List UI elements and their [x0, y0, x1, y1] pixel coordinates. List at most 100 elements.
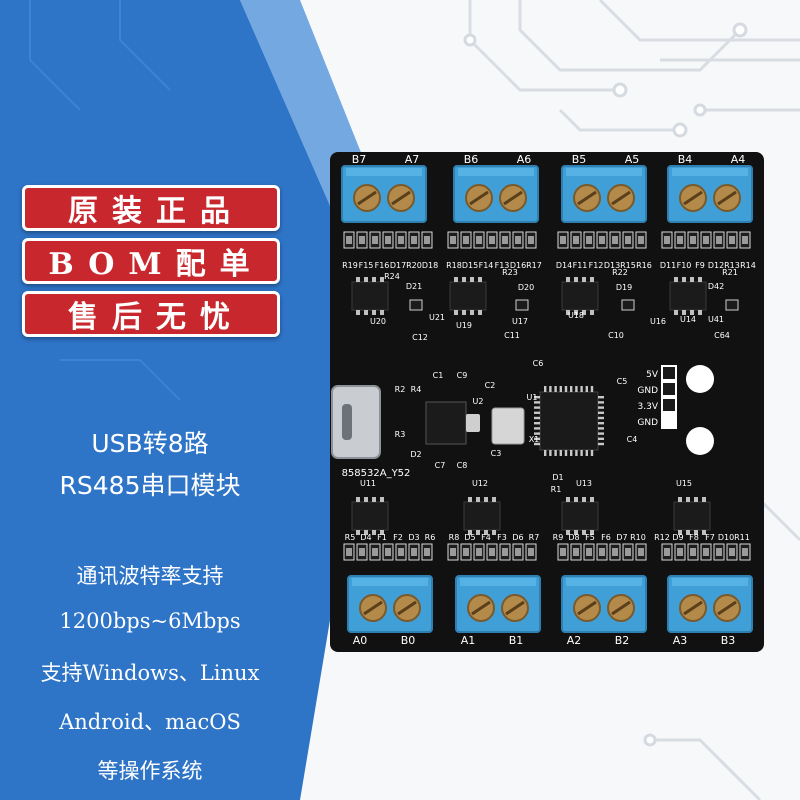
- ic-chip-bottom-0-pin: [380, 497, 384, 502]
- mcu-pin: [564, 450, 568, 456]
- mcu-pin: [580, 450, 583, 456]
- smd-part-pad: [411, 236, 417, 244]
- ic-chip-top-1-pin: [478, 277, 482, 282]
- mcu-pin: [544, 386, 547, 392]
- cap-label-C2: C2: [485, 381, 496, 390]
- terminal-label-B2: B2: [615, 634, 630, 647]
- smd-part-pad: [690, 236, 696, 244]
- terminal-block-top-3-ridge: [672, 168, 748, 176]
- ic-chip-bottom-1-pin: [476, 530, 480, 535]
- smd-part-pad: [476, 236, 482, 244]
- smd-part-pad: [346, 548, 352, 556]
- ic-chip-bottom-0-pin: [372, 530, 376, 535]
- component-label-R11: R11: [734, 533, 750, 542]
- ic-label-U21: U21: [429, 313, 445, 322]
- component-label-D17: D17: [390, 261, 406, 270]
- smd-part-pad: [398, 236, 404, 244]
- terminal-label-A3: A3: [673, 634, 688, 647]
- ic-chip-top-2-pin: [590, 277, 594, 282]
- smd-part-pad: [476, 548, 482, 556]
- ic-chip-bottom-0-pin: [372, 497, 376, 502]
- ic-label-U14: U14: [680, 315, 696, 324]
- ic-chip-bottom-0-pin: [364, 530, 368, 535]
- component-label-R13: R13: [724, 261, 740, 270]
- board-model-label: 858532A_Y52: [342, 468, 411, 479]
- screw-slot: [577, 600, 597, 616]
- mcu-pin: [534, 422, 540, 425]
- header-pin-label-GND: GND: [637, 418, 658, 428]
- ic-label-U17: U17: [512, 317, 528, 326]
- component-label-D19: D19: [616, 283, 632, 292]
- smd-part-pad: [372, 236, 378, 244]
- cap-label-C11: C11: [504, 331, 520, 340]
- component-label-D5: D5: [464, 533, 475, 542]
- screw-slot: [611, 190, 631, 206]
- smd-part-pad: [690, 548, 696, 556]
- mcu-chip: [539, 391, 599, 451]
- terminal-block-top-0-ridge: [346, 168, 422, 176]
- smd-part-pad: [703, 548, 709, 556]
- smd-part-pad: [424, 548, 430, 556]
- ic-chip-bottom-3: [673, 501, 711, 531]
- terminal-block-bottom-3-ridge: [672, 578, 748, 586]
- component-label-D4: D4: [360, 533, 371, 542]
- component-label-R6: R6: [425, 533, 436, 542]
- smd-part-pad: [502, 548, 508, 556]
- mcu-pin: [554, 386, 557, 392]
- component-label-D13: D13: [604, 261, 620, 270]
- smd-part-pad: [398, 548, 404, 556]
- mcu-pin: [554, 450, 557, 456]
- mcu-pin: [598, 422, 604, 425]
- mounting-hole: [686, 365, 714, 393]
- ic-chip-top-3-pin: [698, 277, 702, 282]
- mcu-pin: [570, 386, 573, 392]
- terminal-label-B5: B5: [572, 153, 587, 166]
- mcu-pin: [534, 416, 540, 420]
- ic-chip-bottom-2-pin: [590, 497, 594, 502]
- mcu-pin: [598, 442, 604, 446]
- component-label-F9: F9: [695, 261, 705, 270]
- header-pin-label-5V: 5V: [646, 370, 659, 380]
- component-label-F13: F13: [495, 261, 510, 270]
- ic-chip-top-3-pin: [674, 310, 678, 315]
- mcu-pin: [598, 401, 604, 404]
- mounting-hole: [686, 427, 714, 455]
- component-label-F3: F3: [497, 533, 507, 542]
- ic-chip-bottom-3-pin: [694, 530, 698, 535]
- ic-chip-top-0: [351, 281, 389, 311]
- transistor: [621, 299, 635, 311]
- screw-slot: [683, 600, 703, 616]
- component-label-R24: R24: [384, 272, 400, 281]
- mcu-pin: [534, 427, 540, 430]
- ic-chip-top-2: [561, 281, 599, 311]
- ic-chip-top-3-pin: [682, 277, 686, 282]
- component-label-D1: D1: [552, 473, 563, 482]
- usb-c-slot: [342, 404, 352, 440]
- smd-part-pad: [489, 236, 495, 244]
- transistor: [409, 299, 423, 311]
- component-label-R5: R5: [345, 533, 356, 542]
- cap-label-C8: C8: [457, 461, 468, 470]
- mcu-pin: [598, 427, 604, 430]
- smd-part-pad: [599, 236, 605, 244]
- component-label-R16: R16: [636, 261, 652, 270]
- component-label-D21: D21: [406, 282, 422, 291]
- terminal-block-bottom-0-ridge: [352, 578, 428, 586]
- component-label-R4: R4: [411, 385, 422, 394]
- terminal-label-A5: A5: [625, 153, 640, 166]
- regulator-tab: [466, 414, 480, 432]
- ic-chip-top-1-pin: [454, 310, 458, 315]
- badge-after-sales: 售后无忧: [22, 291, 280, 337]
- smd-part-pad: [625, 548, 631, 556]
- smd-part-pad: [424, 236, 430, 244]
- ic-label-U12: U12: [472, 479, 488, 488]
- mcu-pin: [534, 437, 540, 440]
- smd-part-pad: [573, 548, 579, 556]
- mcu-pin: [534, 406, 540, 409]
- mcu-pin: [598, 437, 604, 440]
- ic-chip-top-3-pin: [698, 310, 702, 315]
- screw-slot: [503, 190, 523, 206]
- terminal-label-A2: A2: [567, 634, 582, 647]
- component-label-F11: F11: [573, 261, 588, 270]
- ic-chip-top-0-pin: [364, 310, 368, 315]
